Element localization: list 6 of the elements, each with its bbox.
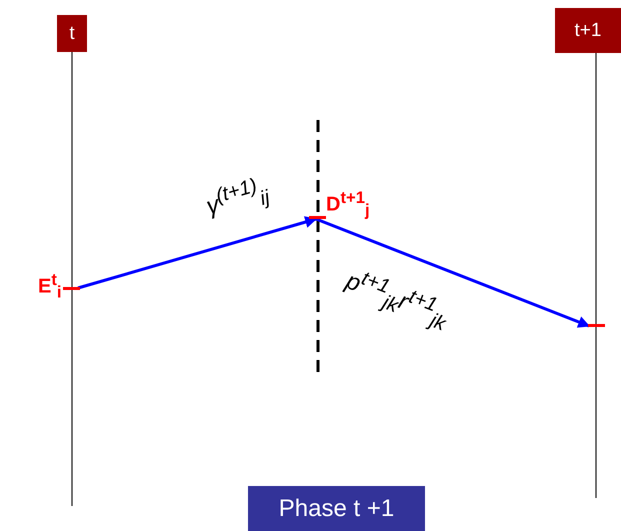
arrow [78, 216, 318, 290]
time-label: t+1 [555, 8, 621, 53]
time-label: t [57, 15, 87, 52]
tick-mark [588, 324, 605, 327]
phase-label: Phase t +1 [248, 486, 425, 531]
arrow [315, 218, 590, 328]
